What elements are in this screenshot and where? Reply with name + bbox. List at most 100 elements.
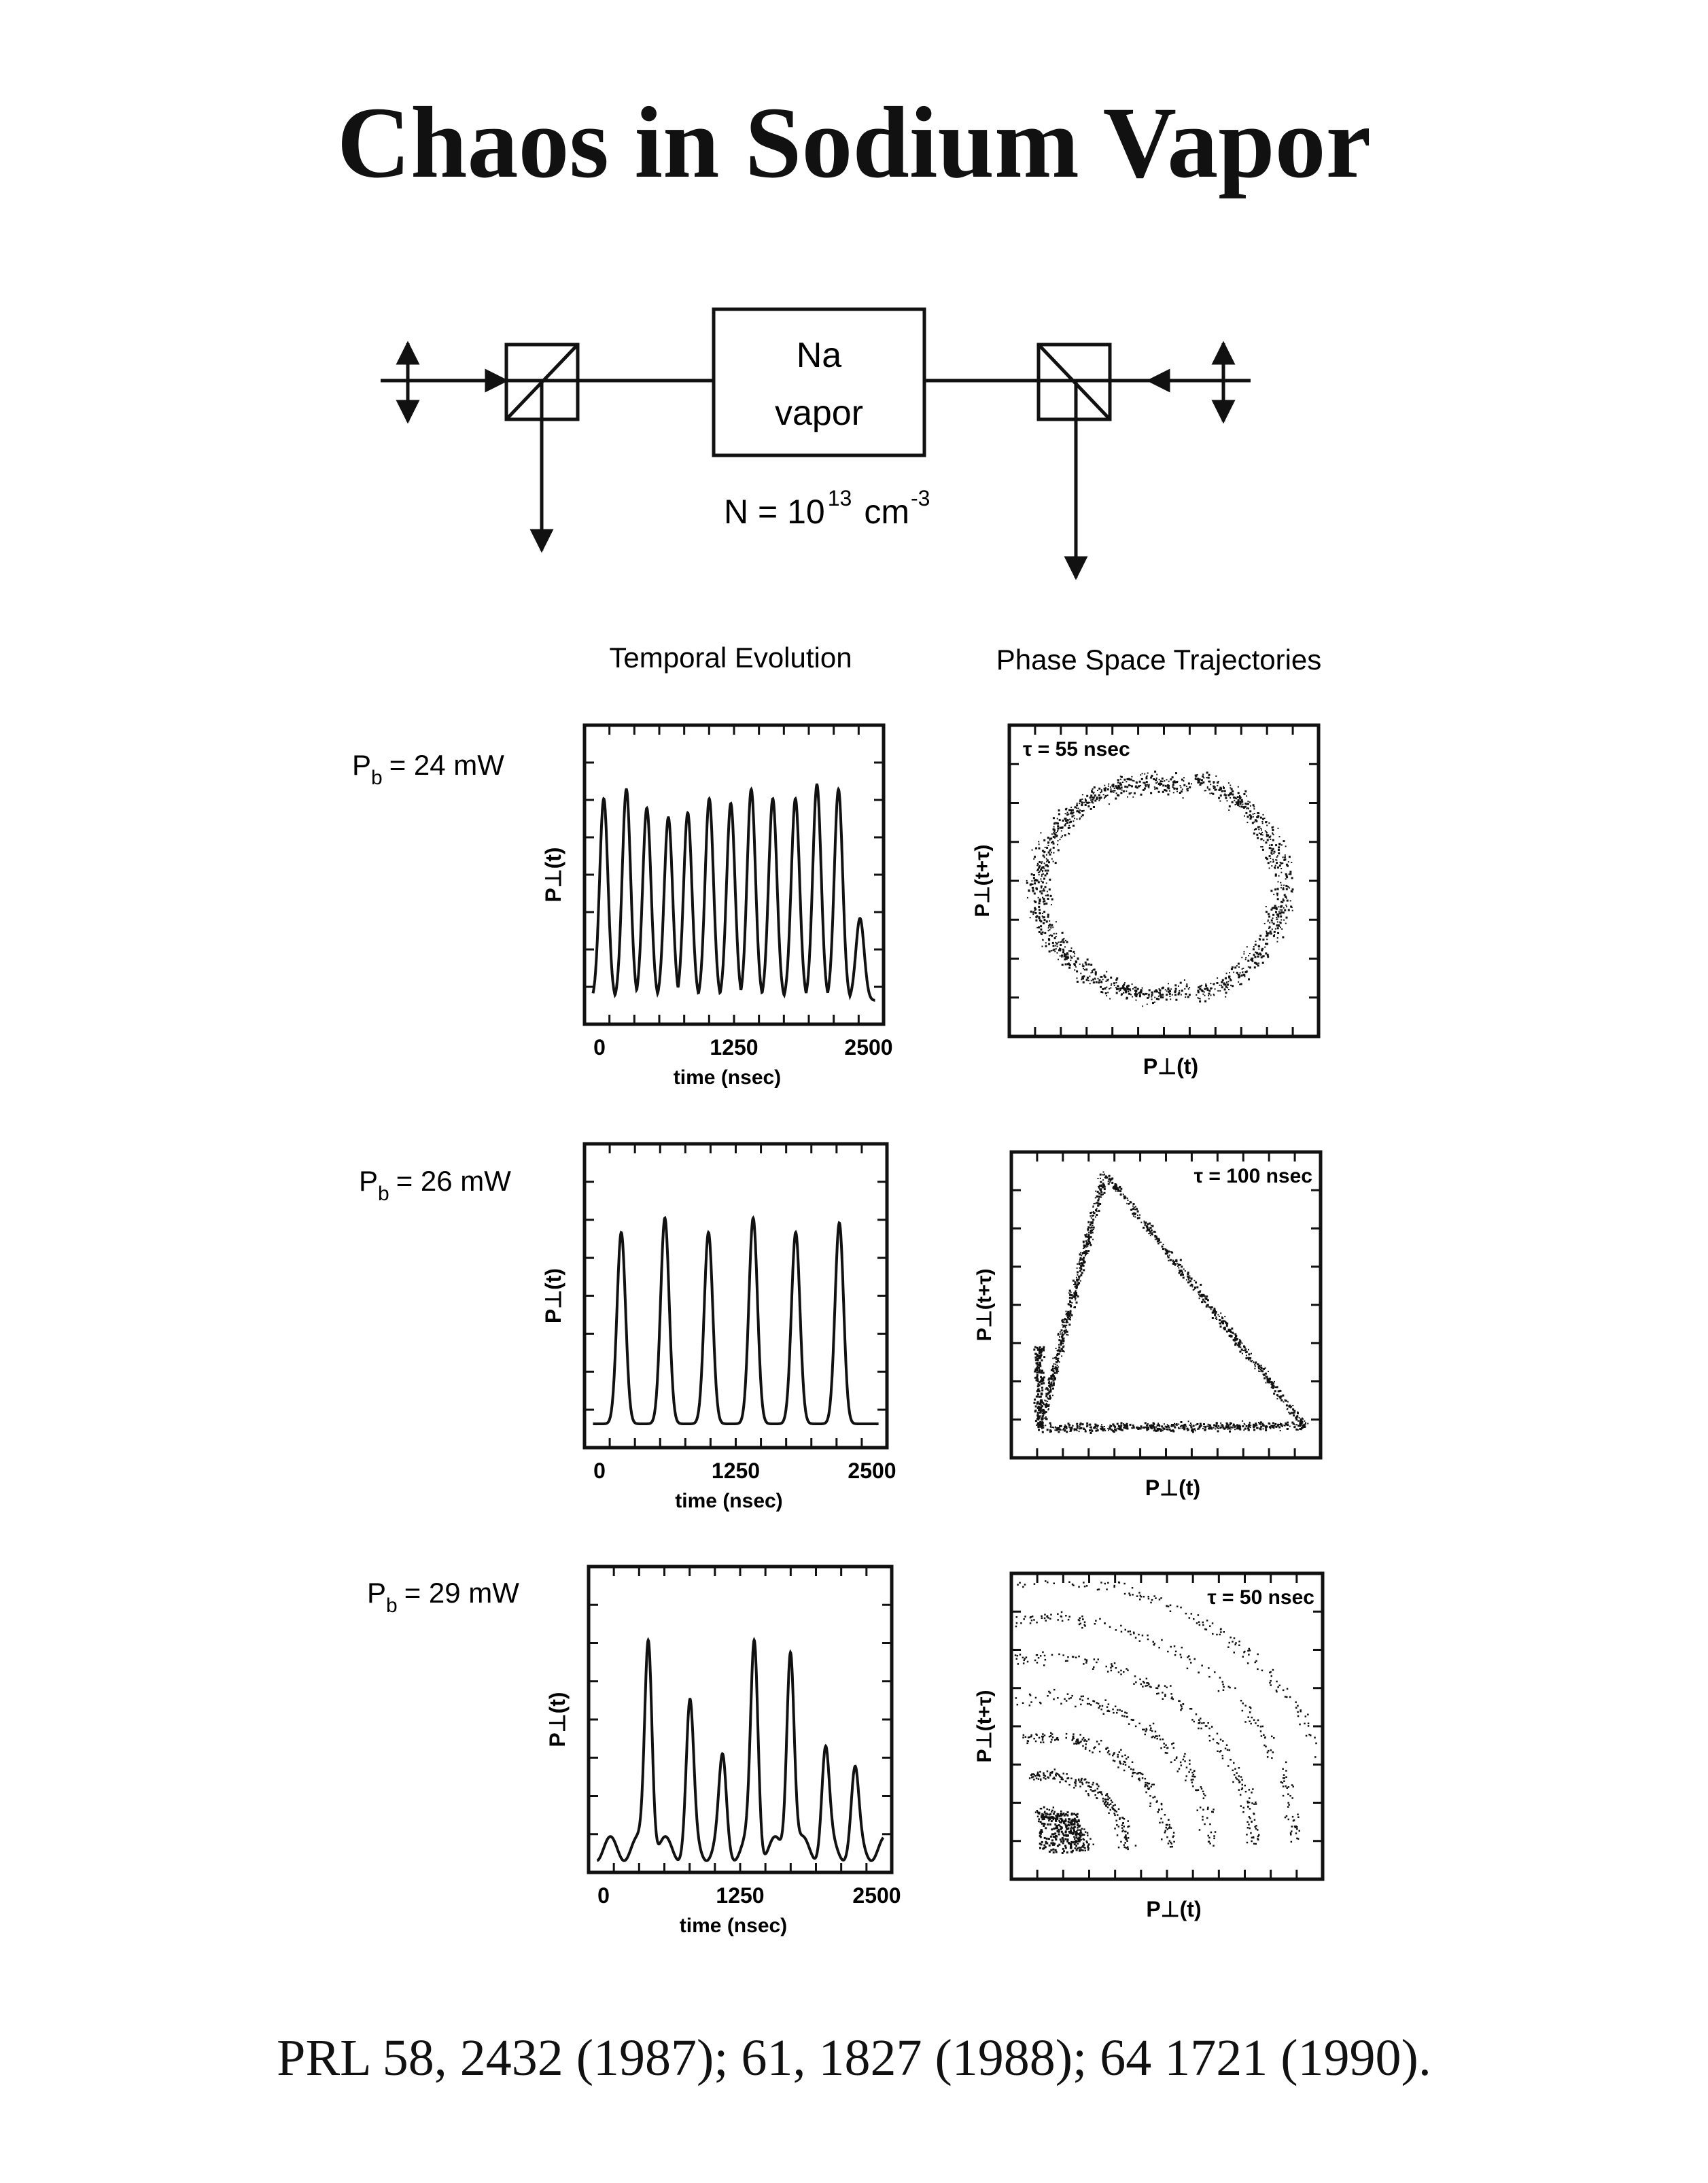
scatter-point — [1070, 1832, 1073, 1834]
scatter-point — [1073, 1830, 1075, 1832]
scatter-point — [1143, 789, 1145, 791]
scatter-point — [1033, 1619, 1035, 1621]
scatter-point — [1065, 1318, 1068, 1321]
scatter-point — [1061, 1338, 1063, 1340]
scatter-point — [1198, 1291, 1201, 1293]
scatter-point — [1107, 1796, 1109, 1798]
scatter-point — [1209, 792, 1211, 794]
scatter-point — [1267, 1426, 1268, 1428]
scatter-point — [1102, 1193, 1104, 1195]
scatter-point — [1077, 1619, 1080, 1621]
scatter-point — [1097, 1199, 1100, 1202]
scatter-point — [1277, 1390, 1280, 1393]
scatter-point — [1042, 873, 1044, 875]
scatter-point — [1174, 1261, 1175, 1263]
scatter-point — [1058, 1653, 1060, 1656]
scatter-point — [1165, 1250, 1168, 1253]
scatter-point — [1046, 1405, 1049, 1407]
scatter-point — [1105, 1800, 1107, 1803]
scatter-point — [1093, 791, 1095, 793]
scatter-point — [1200, 1295, 1202, 1296]
scatter-point — [1073, 1813, 1076, 1815]
scatter-point — [1162, 1244, 1164, 1245]
scatter-point — [1082, 1845, 1084, 1847]
scatter-point — [1062, 939, 1064, 941]
scatter-point — [1094, 977, 1096, 979]
scatter-point — [1276, 921, 1278, 923]
scatter-point — [1042, 1415, 1044, 1417]
scatter-point — [1289, 1412, 1291, 1415]
scatter-point — [1219, 1323, 1221, 1325]
scatter-point — [1053, 833, 1056, 835]
scatter-point — [1052, 1380, 1054, 1382]
scatter-point — [1198, 1621, 1200, 1623]
scatter-point — [1157, 1427, 1160, 1430]
scatter-point — [1151, 1730, 1153, 1732]
scatter-point — [1048, 1851, 1051, 1853]
scatter-point — [1226, 1424, 1228, 1426]
scatter-point — [1229, 972, 1230, 974]
scatter-point — [1280, 911, 1282, 913]
scatter-point — [1246, 1834, 1248, 1836]
scatter-point — [1055, 1775, 1057, 1777]
scatter-point — [1069, 1293, 1072, 1296]
scatter-point — [1056, 1357, 1059, 1360]
scatter-point — [1044, 869, 1047, 872]
scatter-point — [1043, 1734, 1046, 1736]
scatter-point — [1241, 801, 1244, 803]
scatter-point — [1042, 1735, 1044, 1738]
scatter-point — [1114, 1810, 1116, 1812]
scatter-point — [1058, 1833, 1060, 1836]
scatter-point — [1140, 1221, 1143, 1223]
scatter-point — [1051, 1772, 1053, 1774]
scatter-point — [1056, 1429, 1058, 1431]
scatter-point — [1217, 977, 1219, 979]
scatter-point — [1077, 1274, 1079, 1276]
scatter-point — [1284, 1399, 1286, 1401]
scatter-point — [1167, 1605, 1170, 1607]
scatter-point — [1272, 850, 1274, 852]
scatter-point — [1170, 1251, 1172, 1253]
scatter-point — [1287, 1424, 1289, 1427]
scatter-point — [1049, 1813, 1052, 1815]
scatter-point — [1229, 975, 1231, 977]
scatter-point — [1079, 1849, 1081, 1852]
scatter-point — [1061, 1620, 1064, 1622]
scatter-point — [1278, 875, 1280, 877]
scatter-point — [1081, 1777, 1083, 1780]
scatter-point — [1085, 1740, 1088, 1743]
scatter-point — [1202, 1819, 1204, 1821]
scatter-point — [1035, 847, 1038, 850]
scatter-point — [1099, 1618, 1101, 1620]
scatter-point — [1044, 1412, 1046, 1414]
scatter-point — [1034, 1398, 1036, 1401]
scatter-point — [1182, 1276, 1185, 1279]
scatter-point — [1083, 1736, 1085, 1739]
scatter-point — [1060, 1812, 1062, 1815]
scatter-point — [1110, 1799, 1113, 1802]
scatter-point — [1300, 1710, 1302, 1713]
scatter-point — [1059, 1817, 1062, 1820]
scatter-point — [1249, 1427, 1251, 1429]
scatter-point — [1235, 1777, 1237, 1779]
scatter-point — [1245, 971, 1248, 973]
scatter-point — [1208, 1727, 1210, 1730]
scatter-point — [1098, 1743, 1100, 1745]
scatter-point — [1093, 1747, 1095, 1749]
scatter-point — [1251, 1716, 1253, 1719]
scatter-point — [1067, 1317, 1068, 1318]
x-tick-label: 1250 — [716, 1883, 764, 1908]
scatter-point — [1089, 1429, 1091, 1432]
scatter-point — [1055, 945, 1057, 947]
scatter-point — [1292, 1405, 1294, 1406]
scatter-point — [1062, 1838, 1064, 1840]
scatter-point — [1241, 1342, 1243, 1344]
scatter-point — [1073, 1656, 1075, 1658]
scatter-point — [1103, 797, 1105, 799]
scatter-point — [1202, 993, 1204, 995]
scatter-point — [1293, 1410, 1296, 1412]
scatter-point — [1051, 1427, 1053, 1428]
scatter-point — [1123, 1769, 1126, 1772]
scatter-point — [1152, 1002, 1154, 1005]
scatter-point — [1253, 966, 1256, 968]
